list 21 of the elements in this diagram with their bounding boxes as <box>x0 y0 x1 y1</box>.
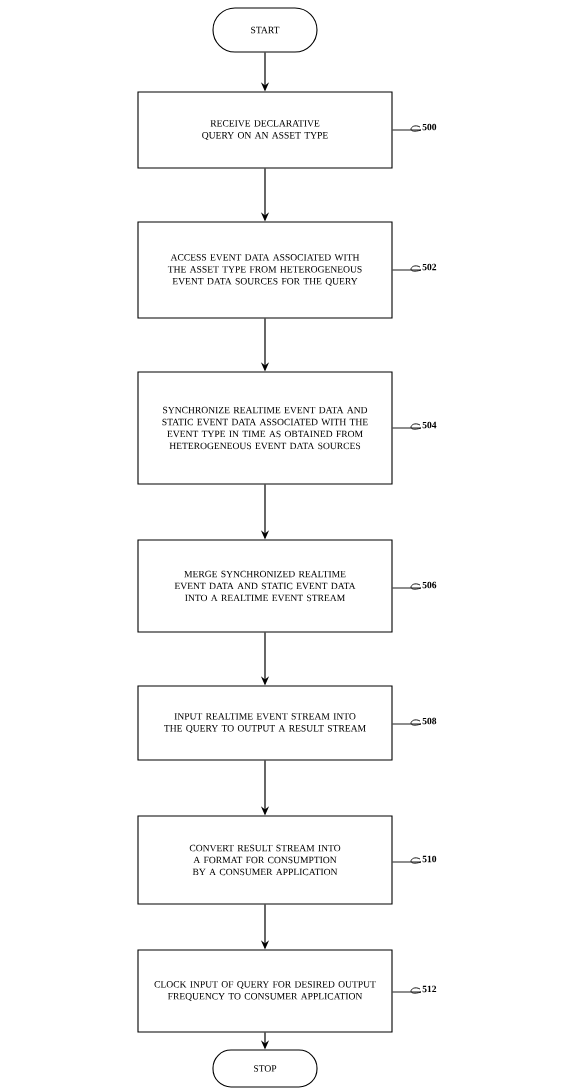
reference-numeral: 504 <box>422 421 437 429</box>
process-box: RECEIVE DECLARATIVE QUERY ON AN ASSET TYPE <box>137 91 393 169</box>
process-box: MERGE SYNCHRONIZED REALTIME EVENT DATA AND STATIC EVENT DATA INTO A REALTIME EVENT STREAM <box>137 539 393 633</box>
leader-line <box>392 265 422 272</box>
reference-numeral: 512 <box>422 985 437 993</box>
leader-line <box>392 857 422 864</box>
reference-numeral: 502 <box>422 263 437 271</box>
reference-numeral: 510 <box>422 855 437 863</box>
process-box: SYNCHRONIZE REALTIME EVENT DATA AND STATIC EVENT DATA ASSOCIATED WITH THE EVENT TYPE IN TIME AS OBTAINED FROM HETEROGENEOUS EVENT DATA SOURCES <box>137 371 393 485</box>
process-box: INPUT REALTIME EVENT STREAM INTO THE QUERY TO OUTPUT A RESULT STREAM <box>137 685 393 761</box>
leader-line <box>392 125 422 132</box>
leader-line <box>392 987 422 994</box>
leader-line <box>392 423 422 430</box>
process-box: ACCESS EVENT DATA ASSOCIATED WITH THE ASSET TYPE FROM HETEROGENEOUS EVENT DATA SOURCES FOR THE QUERY <box>137 221 393 319</box>
reference-numeral: 508 <box>422 717 437 725</box>
leader-line <box>392 719 422 726</box>
reference-numeral: 506 <box>422 581 437 589</box>
leader-line <box>392 583 422 590</box>
process-box: CLOCK INPUT OF QUERY FOR DESIRED OUTPUT FREQUENCY TO CONSUMER APPLICATION <box>137 949 393 1033</box>
reference-numeral: 500 <box>422 123 437 131</box>
process-box: CONVERT RESULT STREAM INTO A FORMAT FOR CONSUMPTION BY A CONSUMER APPLICATION <box>137 815 393 905</box>
